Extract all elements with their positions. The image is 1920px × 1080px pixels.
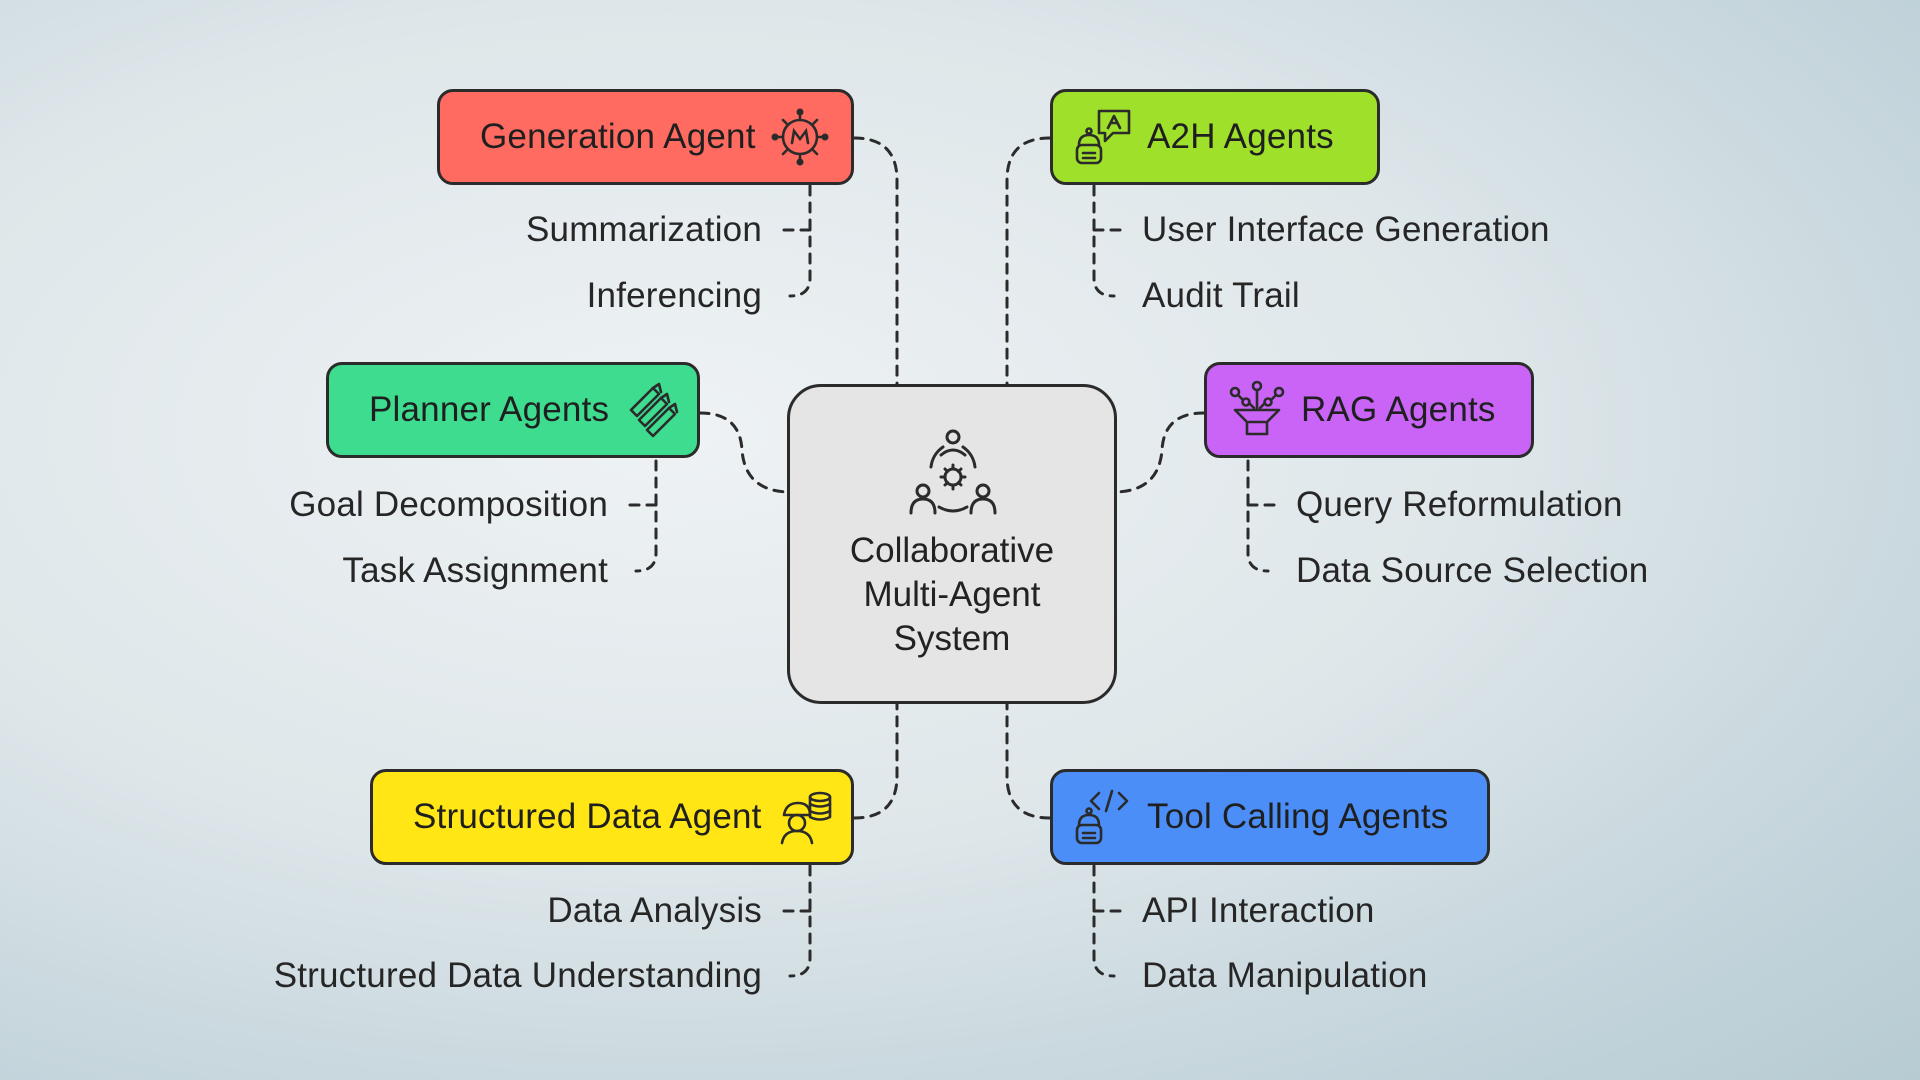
network-funnel-icon bbox=[1229, 380, 1285, 436]
branch-rag bbox=[1246, 459, 1270, 573]
planner-agents-box: Planner Agents bbox=[326, 362, 700, 458]
connector-tool bbox=[1005, 702, 1052, 820]
rag-agents-box: RAG Agents bbox=[1204, 362, 1534, 458]
planner-item-1: Goal Decomposition bbox=[289, 485, 608, 524]
center-node: Collaborative Multi-Agent System bbox=[787, 384, 1117, 704]
rag-item-1: Query Reformulation bbox=[1296, 485, 1623, 524]
structured-data-agent-box: Structured Data Agent bbox=[370, 769, 854, 865]
generation-item-2: Inferencing bbox=[586, 276, 762, 315]
connector-a2h bbox=[1005, 136, 1052, 386]
center-title: Collaborative Multi-Agent System bbox=[849, 531, 1055, 658]
a2h-agents-box: A2H Agents bbox=[1050, 89, 1380, 185]
connector-planner bbox=[698, 411, 789, 494]
branch-a2h bbox=[1092, 184, 1116, 298]
connector-rag bbox=[1115, 411, 1206, 494]
branch-planner bbox=[634, 459, 658, 573]
generation-agent-box: Generation Agent bbox=[437, 89, 854, 185]
a2h-item-2: Audit Trail bbox=[1142, 276, 1300, 315]
team-gear-icon bbox=[909, 429, 997, 515]
structured-item-1: Data Analysis bbox=[547, 891, 762, 930]
a2h-item-1: User Interface Generation bbox=[1142, 210, 1550, 249]
engineer-database-icon bbox=[780, 791, 831, 845]
planner-agents-title: Planner Agents bbox=[369, 390, 610, 429]
branch-tool bbox=[1092, 864, 1116, 978]
generation-item-1: Summarization bbox=[525, 210, 762, 249]
tool-item-1: API Interaction bbox=[1142, 891, 1375, 930]
tool-item-2: Data Manipulation bbox=[1142, 956, 1428, 995]
structured-data-agent-title: Structured Data Agent bbox=[413, 797, 762, 836]
a2h-agents-title: A2H Agents bbox=[1147, 117, 1334, 156]
rag-item-2: Data Source Selection bbox=[1296, 551, 1649, 590]
robot-code-icon bbox=[1075, 789, 1129, 845]
robot-chat-icon bbox=[1075, 109, 1131, 165]
pencils-icon bbox=[629, 382, 679, 438]
tool-calling-agents-box: Tool Calling Agents bbox=[1050, 769, 1490, 865]
structured-item-2: Structured Data Understanding bbox=[273, 956, 762, 995]
rag-agents-title: RAG Agents bbox=[1301, 390, 1496, 429]
branch-structured bbox=[788, 864, 812, 978]
generation-agent-title: Generation Agent bbox=[480, 117, 756, 156]
connector-generation bbox=[852, 136, 899, 386]
branch-generation bbox=[788, 184, 812, 298]
planner-item-2: Task Assignment bbox=[342, 551, 608, 590]
connector-structured bbox=[852, 702, 899, 820]
tool-calling-agents-title: Tool Calling Agents bbox=[1147, 797, 1449, 836]
ai-chip-icon bbox=[771, 108, 829, 166]
